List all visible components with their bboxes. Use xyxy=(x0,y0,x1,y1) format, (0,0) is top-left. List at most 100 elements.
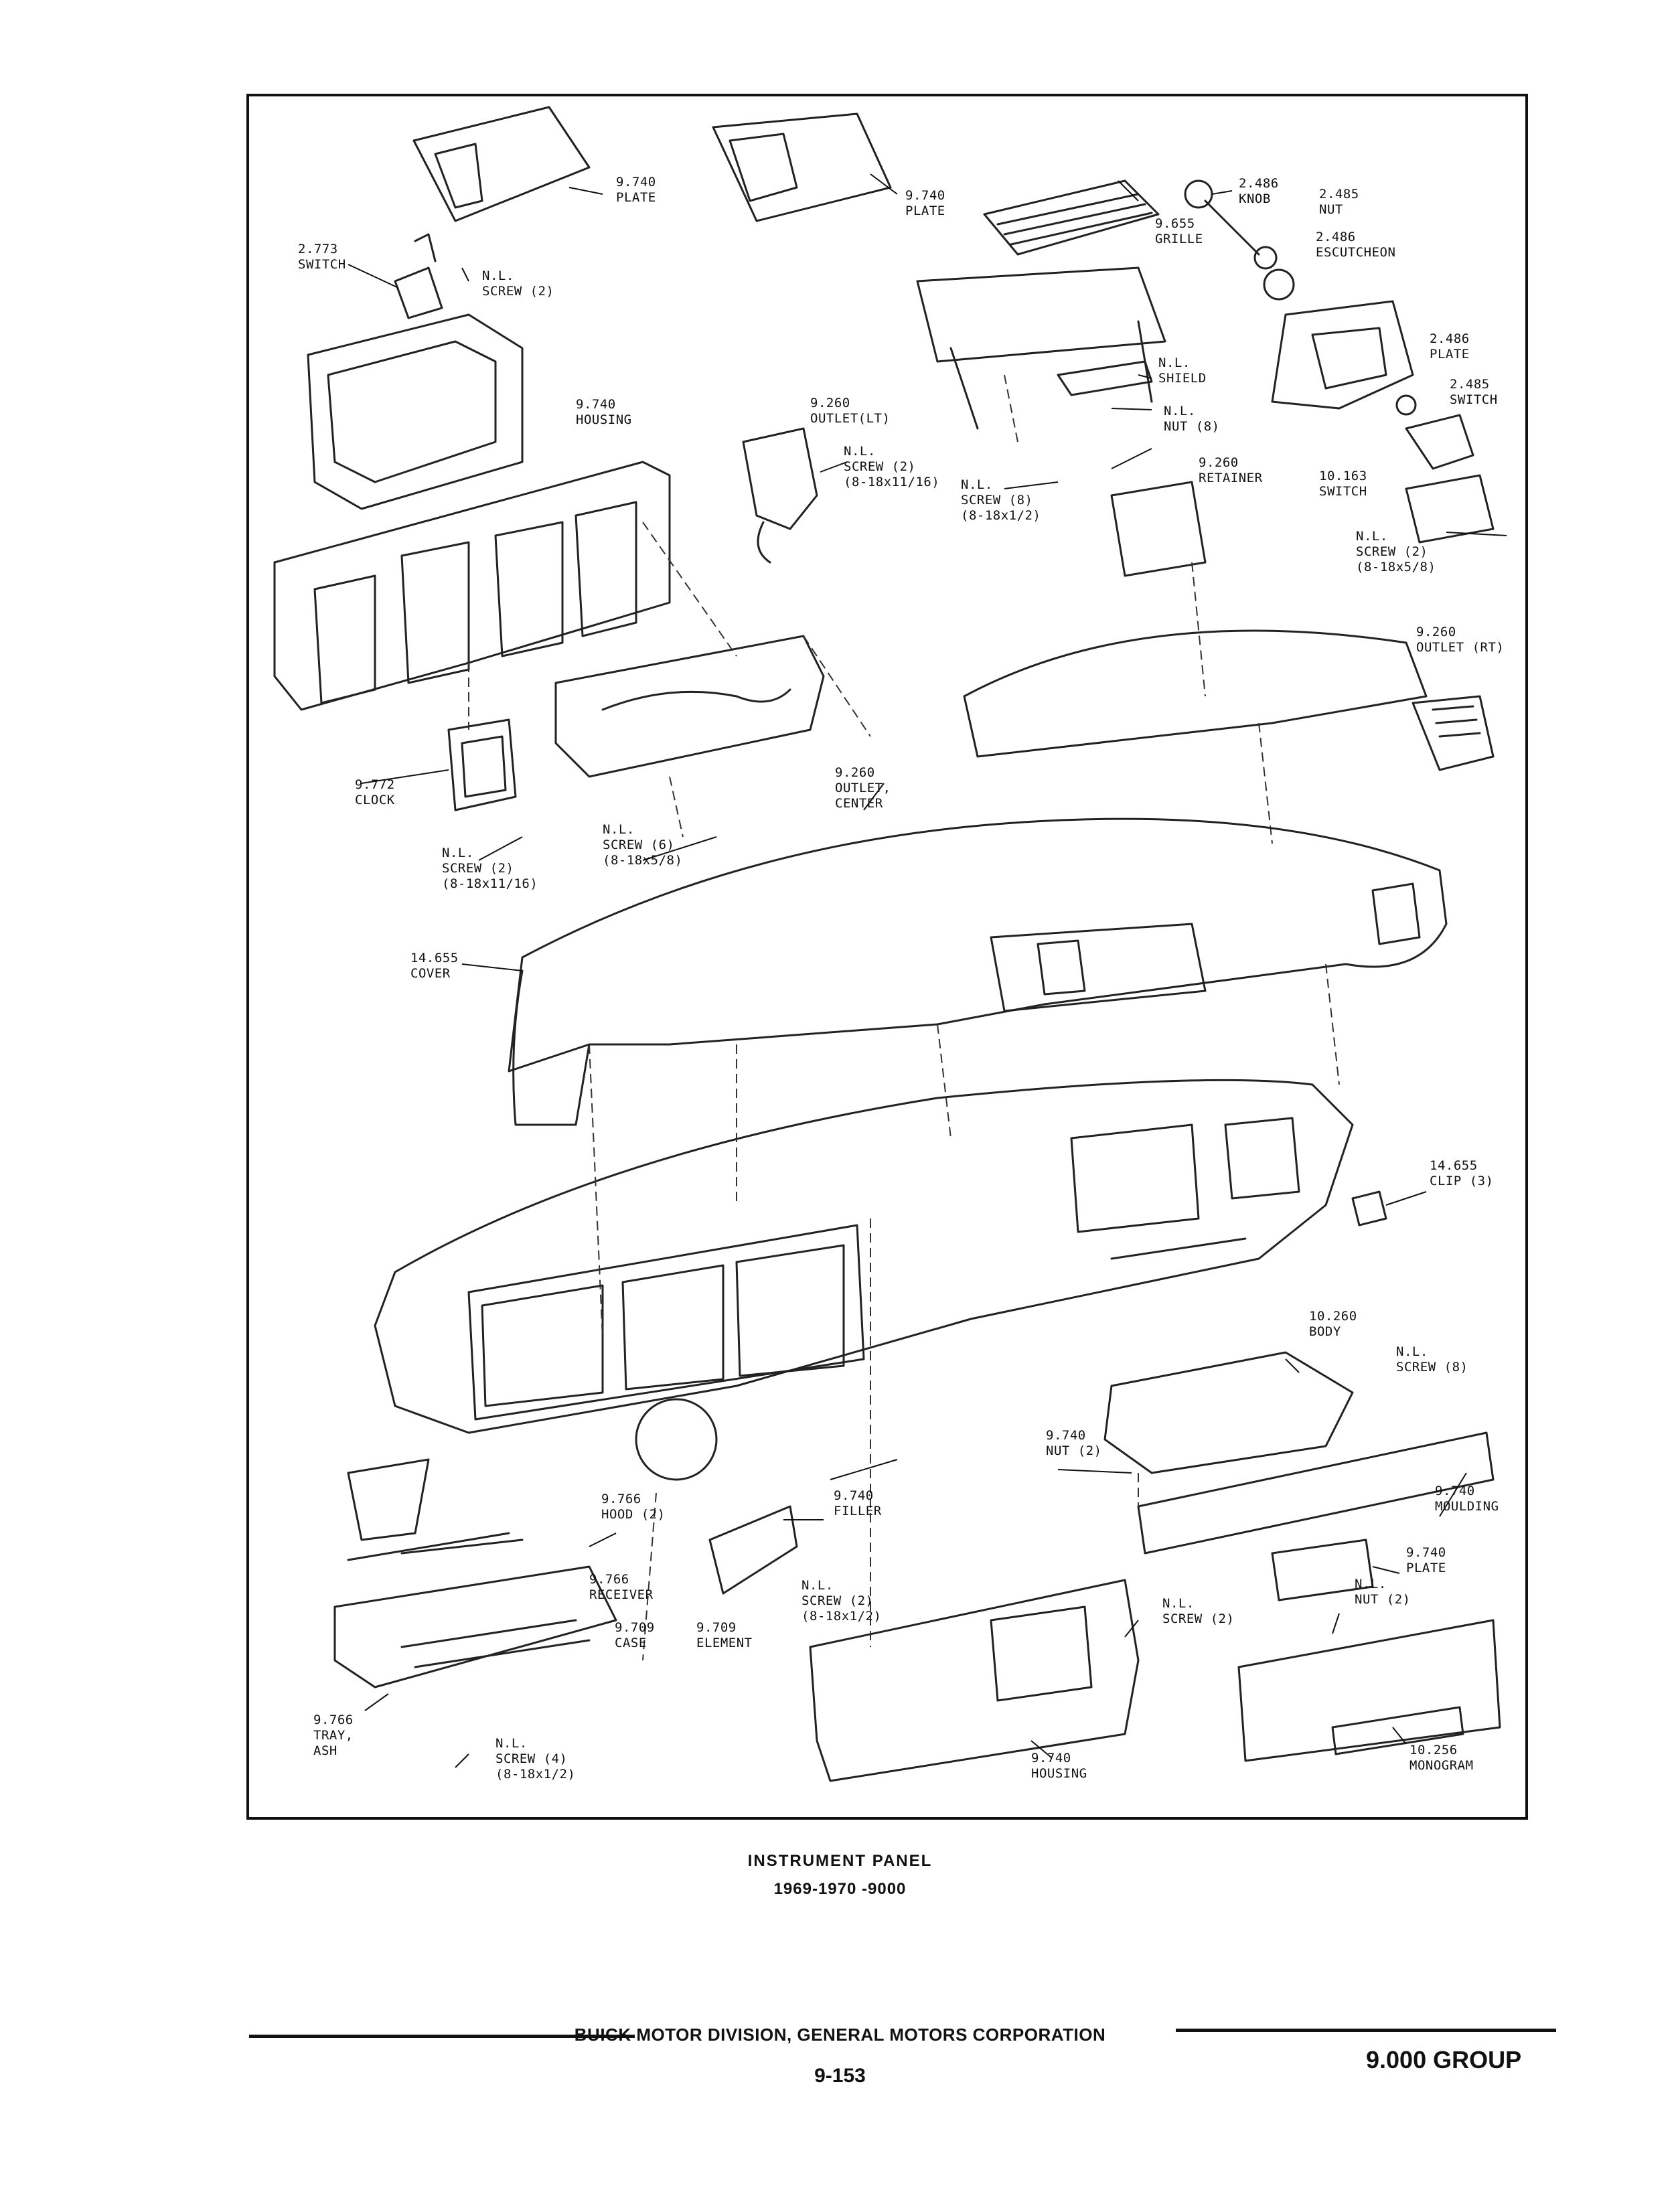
callout-line: 9.740 xyxy=(616,175,656,189)
callout-line: HOUSING xyxy=(1031,1766,1087,1781)
upper-left-cluster-art xyxy=(307,313,524,510)
callout-screw-2-5-8: N.L.SCREW (2)(8-18x5/8) xyxy=(1356,529,1436,574)
callout-line: N.L. xyxy=(1158,356,1191,370)
callout-line: SWITCH xyxy=(298,257,346,272)
callout-line: NUT (8) xyxy=(1164,419,1220,434)
callout-nut-2-lower: N.L.NUT (2) xyxy=(1355,1577,1411,1607)
callout-line: (8-18x1/2) xyxy=(961,508,1041,523)
callout-screw-4: N.L.SCREW (4)(8-18x1/2) xyxy=(495,1736,575,1782)
callout-line: FILLER xyxy=(834,1504,882,1518)
callout-line: N.L. xyxy=(1356,529,1388,544)
callout-line: OUTLET(LT) xyxy=(810,411,890,426)
nut-art xyxy=(1253,246,1278,270)
callout-line: N.L. xyxy=(482,268,514,283)
callout-screw-6: N.L.SCREW (6)(8-18x5/8) xyxy=(603,822,682,868)
switch-10163-art xyxy=(1405,474,1495,544)
printed-circuit-art xyxy=(554,635,825,778)
footer-group: 9.000 GROUP xyxy=(1366,2046,1522,2073)
callout-line: 9.709 xyxy=(696,1620,737,1635)
callout-line: 14.655 xyxy=(1430,1158,1478,1173)
top-right-panel-art xyxy=(916,266,1166,430)
caption-subtitle: 1969-1970 -9000 xyxy=(773,1880,907,1898)
callout-line: (8-18x5/8) xyxy=(603,853,682,868)
caption-title: INSTRUMENT PANEL xyxy=(747,1852,933,1870)
callout-line: PLATE xyxy=(905,204,945,218)
callout-line: HOUSING xyxy=(576,412,632,427)
callout-line: N.L. xyxy=(442,846,474,860)
callout-line: TRAY, xyxy=(313,1728,354,1743)
grille-slots xyxy=(996,193,1153,246)
callout-screw-8-body: N.L.SCREW (8) xyxy=(1396,1344,1468,1374)
callout-line: COVER xyxy=(410,966,451,981)
callout-line: 9.766 xyxy=(589,1572,629,1587)
outlet-rt-art xyxy=(1411,695,1495,771)
callout-line: RECEIVER xyxy=(589,1587,654,1602)
callout-line: 10.260 xyxy=(1309,1309,1357,1324)
glove-box-body-art xyxy=(1103,1351,1354,1474)
footer-corporation: BUICK MOTOR DIVISION, GENERAL MOTORS COR… xyxy=(574,2025,1106,2045)
callout-line: 2.486 xyxy=(1430,331,1470,346)
plate-2486-art xyxy=(1395,394,1417,416)
footer-rule-right xyxy=(1176,2029,1556,2032)
callout-line: SCREW (6) xyxy=(603,838,674,852)
footer-page-number: 9-153 xyxy=(814,2065,866,2087)
callout-line: SCREW (2) xyxy=(1162,1611,1234,1626)
callout-line: RETAINER xyxy=(1199,471,1263,485)
callout-shield: N.L.SHIELD xyxy=(1158,356,1207,386)
callout-line: N.L. xyxy=(961,477,993,492)
callout-line: (8-18x5/8) xyxy=(1356,560,1436,574)
callout-line: 2.485 xyxy=(1450,377,1490,392)
callout-line: 9.740 xyxy=(905,188,945,203)
callout-line: NUT (2) xyxy=(1355,1592,1411,1607)
callout-line: BODY xyxy=(1309,1324,1341,1339)
shield-art xyxy=(1057,360,1153,396)
callout-line: N.L. xyxy=(801,1578,834,1593)
speedometer-pod-art xyxy=(635,1398,718,1481)
callout-line: NUT xyxy=(1319,202,1343,217)
plate-lower-art xyxy=(1271,1539,1374,1601)
diagram-frame xyxy=(246,94,1528,1820)
plate-center-art xyxy=(712,112,892,222)
callout-line: SCREW (8) xyxy=(1396,1360,1468,1374)
outlet-lt-art xyxy=(742,427,818,564)
callout-line: 14.655 xyxy=(410,951,459,965)
callout-screw-2-right: N.L.SCREW (2) xyxy=(1162,1596,1234,1626)
plate-left-art xyxy=(412,106,591,222)
retainer-art xyxy=(1110,481,1207,577)
callout-line: PLATE xyxy=(1406,1561,1446,1575)
callout-line: (8-18x1/2) xyxy=(801,1609,881,1624)
grille-art xyxy=(983,179,1160,256)
callout-line: 9.709 xyxy=(615,1620,655,1635)
callout-line: 10.163 xyxy=(1319,469,1367,483)
callout-line: ASH xyxy=(313,1743,337,1758)
callout-line: (8-18x1/2) xyxy=(495,1767,575,1782)
callout-line: 9.260 xyxy=(1199,455,1239,470)
callout-line: SCREW (2) xyxy=(442,861,514,876)
callout-line: N.L. xyxy=(1164,404,1196,418)
callout-line: N.L. xyxy=(1355,1577,1387,1591)
clock-art xyxy=(447,718,517,811)
callout-line: CENTER xyxy=(835,796,883,811)
callout-line: CLOCK xyxy=(355,793,395,807)
assembly-lines xyxy=(468,374,1340,1661)
callout-line: SCREW (8) xyxy=(961,493,1033,507)
